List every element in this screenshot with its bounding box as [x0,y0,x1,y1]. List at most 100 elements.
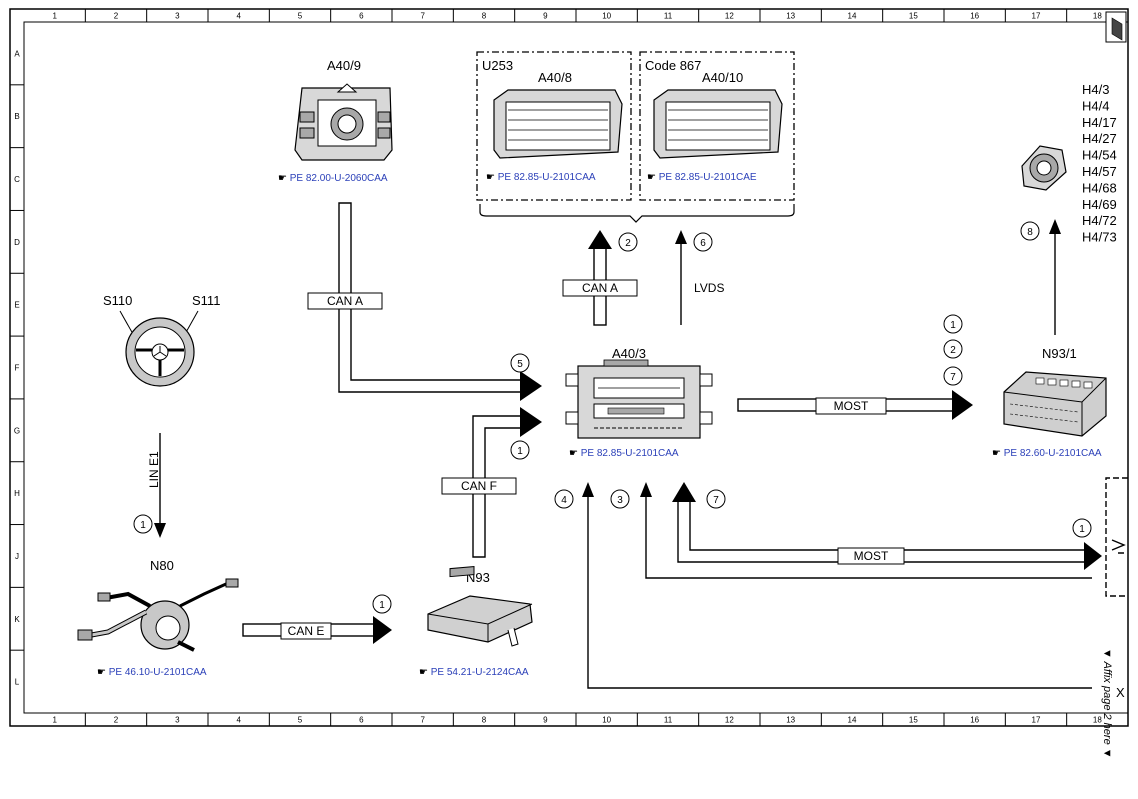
grid-column-label-top: 12 [725,12,734,21]
s111-label: S111 [192,293,220,308]
h4-component-item: H4/73 [1082,230,1117,245]
s110-label: S110 [103,293,132,308]
h4-component-item: H4/72 [1082,213,1117,228]
next-page-dashed-frame [1105,477,1128,597]
grid-row-label: E [14,301,19,310]
grid-column-label-bottom: 16 [970,716,979,725]
grid-column-label-bottom: 12 [725,716,734,725]
can-a-up-connection-number [618,232,638,252]
most-stack-number-2-text: 2 [950,345,956,356]
grid-column-label-bottom: 15 [909,716,918,725]
most-stack-number-7-text: 7 [950,372,956,383]
most-bottom-arrowhead-right [1084,542,1102,570]
line-4-number-text: 4 [561,495,567,506]
can-f-label-box [441,477,517,495]
n93-module-icon [427,565,533,647]
grid-row-label: C [14,175,20,184]
grid-layer: 1122334455667788991010111112121313141415… [10,9,1102,726]
most-bottom-label-box [837,547,905,565]
affix-page-note: ▼ Affix page 2 here ▼ [1101,648,1113,759]
can-a-up-arrowhead [588,230,612,249]
most-stack-number-1 [943,314,963,334]
most-bottom-label: MOST [854,549,889,563]
most-page-link-number-text: 1 [1079,524,1085,535]
h4-component-item: H4/3 [1082,82,1109,97]
can-e-number-text: 1 [379,600,385,611]
can-e-connection-number [372,594,392,614]
lin-e1-connection-number [133,514,153,534]
grid-column-label-top: 2 [114,12,119,21]
line-3-connection-number [610,489,630,509]
lvds-number-text: 6 [700,238,706,249]
edge-char: X [1116,685,1125,700]
grid-column-label-bottom: 18 [1093,716,1102,725]
u253-group-frame [476,51,632,201]
code867-group-frame [639,51,795,201]
line-3-arrowhead [640,482,652,497]
can-a-up-label-box [562,279,638,297]
grid-column-label-top: 11 [664,12,673,21]
h4-component-item: H4/54 [1082,148,1117,163]
most-stack-number-1-text: 1 [950,320,956,331]
grid-column-label-bottom: 10 [602,716,611,725]
line-4 [587,495,1092,689]
grid-row-label: G [14,426,20,435]
a40-3-ref-link[interactable]: ☛ PE 82.85-U-2101CAA [569,448,679,459]
a40-3-control-unit-icon [565,359,713,439]
grid-column-label-top: 9 [543,12,548,21]
grid-column-label-top: 13 [786,12,795,21]
grid-column-label-bottom: 5 [298,716,303,725]
a40-9-device-icon [294,83,393,161]
corner-page-marker-icon [1105,11,1127,43]
grid-column-label-top: 3 [175,12,180,21]
a40-10-label: A40/10 [702,70,743,85]
grid-column-label-bottom: 2 [114,716,119,725]
n80-switch-icon [77,578,239,652]
grid-row-label: F [15,364,20,373]
grid-row-label: J [15,552,19,561]
lin-e1-arrowhead [154,523,166,538]
most-stack-number-7 [943,366,963,386]
grid-row-label: K [14,615,20,624]
n80-ref-link[interactable]: ☛ PE 46.10-U-2101CAA [97,667,207,678]
a40-10-display-icon [653,89,783,159]
grid-column-label-top: 17 [1032,12,1041,21]
can-f-connection-number [510,440,530,460]
n93-1-amplifier-icon [1003,371,1107,437]
most-page-link-number [1072,518,1092,538]
lin-e1-label: LIN E1 [147,451,161,488]
n93-1-ref-link[interactable]: ☛ PE 82.60-U-2101CAA [992,448,1102,459]
grid-column-label-bottom: 4 [236,716,241,725]
grid-column-label-top: 5 [298,12,303,21]
grid-column-label-top: 10 [602,12,611,21]
grid-column-label-top: 7 [420,12,425,21]
a40-8-display-icon [493,89,623,159]
grid-column-label-bottom: 17 [1032,716,1041,725]
h4-component-item: H4/4 [1082,98,1109,113]
most-bottom-arrowhead-up [672,482,696,502]
most-right-label-box [815,397,887,415]
line-4-arrowhead [582,482,594,497]
n93-1-label: N93/1 [1042,346,1077,361]
grid-column-label-bottom: 9 [543,716,548,725]
grid-column-label-bottom: 1 [52,716,57,725]
grid-row-label: B [14,112,19,121]
a40-8-ref-link[interactable]: ☛ PE 82.85-U-2101CAA [486,172,596,183]
h4-component-list: H4/3H4/4H4/17H4/27H4/54H4/57H4/68H4/69H4… [1082,82,1117,245]
grid-column-label-top: 18 [1093,12,1102,21]
can-e-label: CAN E [288,624,325,638]
can-a-left-label-box [307,292,383,310]
grid-column-label-top: 8 [482,12,487,21]
h4-component-item: H4/69 [1082,197,1117,212]
a40-9-ref-link[interactable]: ☛ PE 82.00-U-2060CAA [278,173,388,184]
grid-column-label-bottom: 7 [420,716,425,725]
grid-column-label-top: 14 [848,12,857,21]
n93-ref-link[interactable]: ☛ PE 54.21-U-2124CAA [419,667,529,678]
grid-column-label-top: 15 [909,12,918,21]
can-a-left-number-text: 5 [517,359,523,370]
most-stack-number-2 [943,339,963,359]
grid-column-label-top: 6 [359,12,364,21]
grid-row-label: A [14,49,20,58]
a40-10-ref-link[interactable]: ☛ PE 82.85-U-2101CAE [647,172,757,183]
